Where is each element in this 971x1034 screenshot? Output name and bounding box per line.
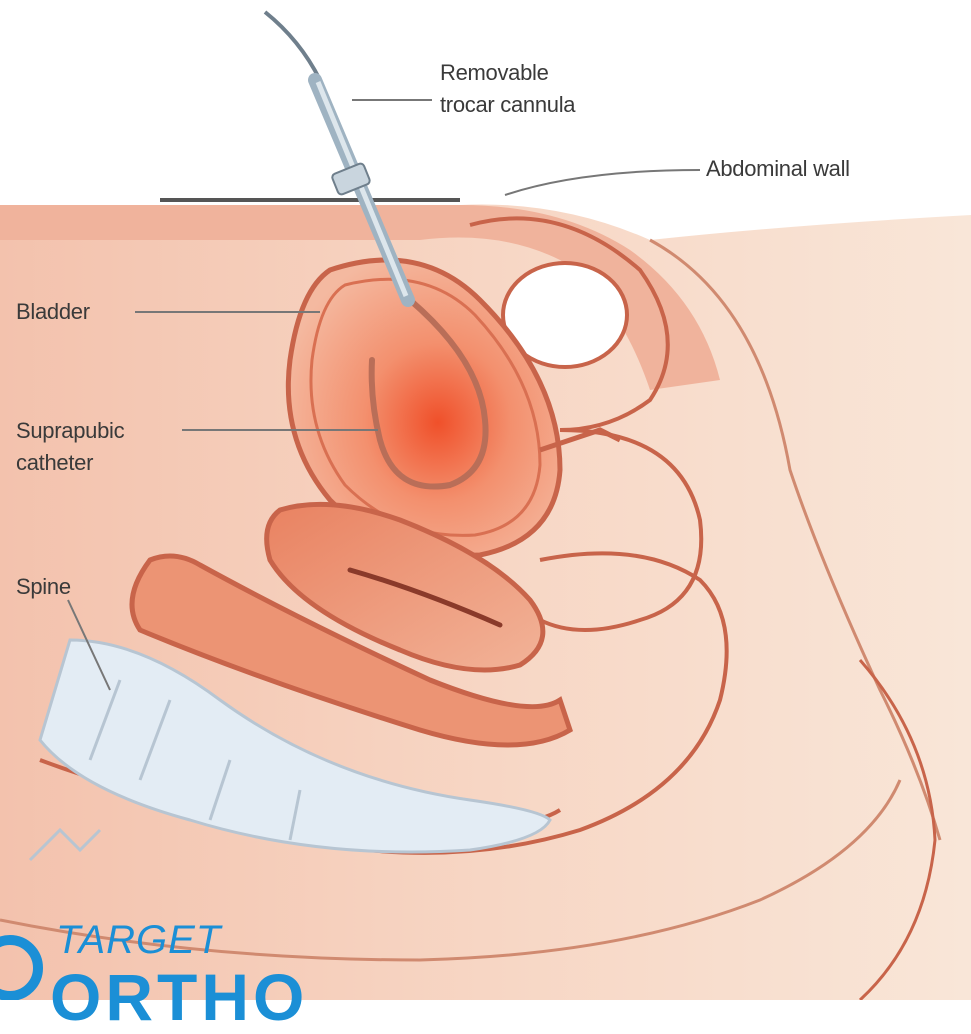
label-spine: Spine (16, 572, 71, 602)
label-bladder: Bladder (16, 297, 90, 327)
label-trocar-line2: trocar cannula (440, 90, 575, 120)
leader-abdominal-wall (505, 170, 700, 195)
logo-ortho: ORTHO (50, 962, 308, 1032)
trocar-wire (265, 12, 320, 80)
label-abdominal-wall: Abdominal wall (706, 154, 850, 184)
anatomy-diagram (0, 0, 971, 1000)
logo-target: TARGET (56, 918, 221, 963)
label-trocar-line1: Removable (440, 58, 549, 88)
label-catheter-line1: Suprapubic (16, 416, 124, 446)
label-catheter-line2: catheter (16, 448, 93, 478)
